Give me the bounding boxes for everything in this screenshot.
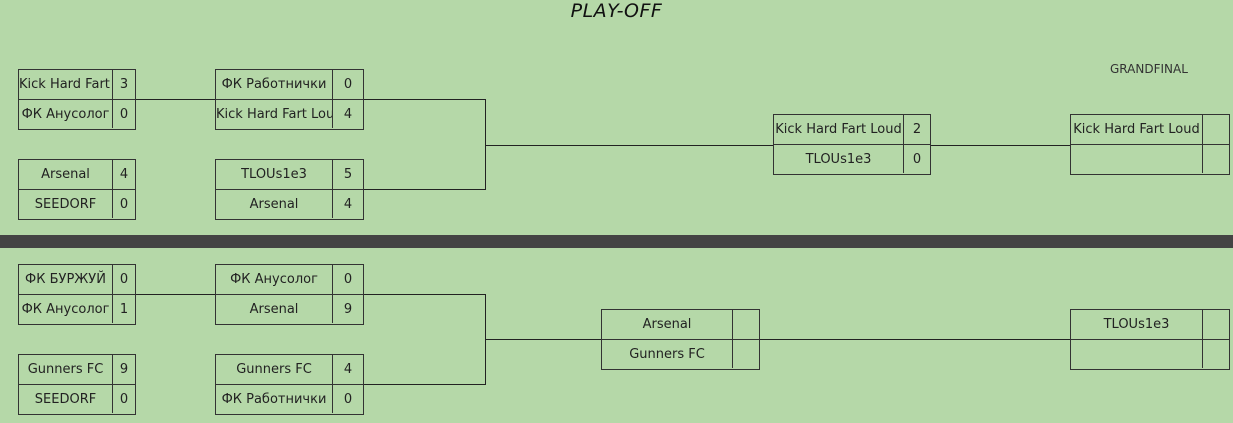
team-name: ФК Работнички	[216, 385, 333, 413]
team-score: 4	[119, 167, 129, 182]
team-score: 9	[343, 302, 353, 317]
team-score: 0	[343, 392, 353, 407]
team-score: 2	[912, 122, 922, 137]
team-name: ФК Работнички	[216, 70, 333, 99]
match-lower-grandfinal[interactable]: TLOUs1e3	[1070, 309, 1230, 370]
team-score	[1203, 145, 1229, 173]
team-name: TLOUs1e3	[774, 145, 904, 173]
team-score: 5	[343, 167, 353, 182]
team-name: Gunners FC	[216, 355, 333, 384]
team-score: 9	[119, 362, 129, 377]
team-name: Kick Hard Fart Loud	[19, 70, 113, 99]
team-score: 0	[119, 107, 129, 122]
team-score	[733, 340, 759, 368]
team-score	[733, 310, 759, 339]
match-lower-r1-2[interactable]: Gunners FC 9 SEEDORF 0	[18, 354, 136, 415]
match-upper-r2-1[interactable]: ФК Работнички 0 Kick Hard Fart Loud 4	[215, 69, 364, 130]
bracket-divider	[0, 235, 1233, 248]
match-upper-r1-2[interactable]: Arsenal 4 SEEDORF 0	[18, 159, 136, 220]
match-upper-r1-1[interactable]: Kick Hard Fart Loud 3 ФК Анусолог 0	[18, 69, 136, 130]
team-name	[1071, 145, 1203, 173]
connector-line	[363, 99, 486, 190]
match-lower-final[interactable]: Arsenal Gunners FC	[601, 309, 760, 370]
team-score: 0	[119, 392, 129, 407]
team-name: Kick Hard Fart Loud	[1071, 115, 1203, 144]
team-name: Arsenal	[216, 295, 333, 323]
match-upper-grandfinal[interactable]: Kick Hard Fart Loud	[1070, 114, 1230, 175]
team-score: 1	[119, 302, 129, 317]
team-name	[1071, 340, 1203, 368]
team-name: Kick Hard Fart Loud	[216, 100, 333, 128]
team-score	[1203, 310, 1229, 339]
team-score: 4	[343, 362, 353, 377]
team-score: 0	[343, 77, 353, 92]
page-title: PLAY-OFF	[570, 0, 663, 22]
team-score: 0	[119, 272, 129, 287]
team-name: SEEDORF	[19, 190, 113, 218]
team-score: 0	[912, 152, 922, 167]
team-score: 4	[343, 107, 353, 122]
team-score	[1203, 115, 1229, 144]
team-name: TLOUs1e3	[216, 160, 333, 189]
team-score: 0	[343, 272, 353, 287]
team-score: 0	[119, 197, 129, 212]
team-score: 4	[343, 197, 353, 212]
team-score: 3	[119, 77, 129, 92]
team-name: Arsenal	[19, 160, 113, 189]
match-upper-final[interactable]: Kick Hard Fart Loud 2 TLOUs1e3 0	[773, 114, 931, 175]
team-name: ФК Анусолог	[19, 100, 113, 128]
team-name: ФК Анусолог	[19, 295, 113, 323]
match-lower-r2-1[interactable]: ФК Анусолог 0 Arsenal 9	[215, 264, 364, 325]
match-lower-r2-2[interactable]: Gunners FC 4 ФК Работнички 0	[215, 354, 364, 415]
team-name: Arsenal	[602, 310, 733, 339]
team-name: Gunners FC	[19, 355, 113, 384]
match-lower-r1-1[interactable]: ФК БУРЖУЙ 0 ФК Анусолог 1	[18, 264, 136, 325]
grandfinal-label: GRANDFINAL	[1110, 62, 1188, 76]
team-name: Arsenal	[216, 190, 333, 218]
team-name: TLOUs1e3	[1071, 310, 1203, 339]
team-name: Kick Hard Fart Loud	[774, 115, 904, 144]
team-name: ФК БУРЖУЙ	[19, 265, 113, 294]
team-score	[1203, 340, 1229, 368]
match-upper-r2-2[interactable]: TLOUs1e3 5 Arsenal 4	[215, 159, 364, 220]
team-name: SEEDORF	[19, 385, 113, 413]
connector-line	[363, 294, 486, 385]
team-name: Gunners FC	[602, 340, 733, 368]
team-name: ФК Анусолог	[216, 265, 333, 294]
